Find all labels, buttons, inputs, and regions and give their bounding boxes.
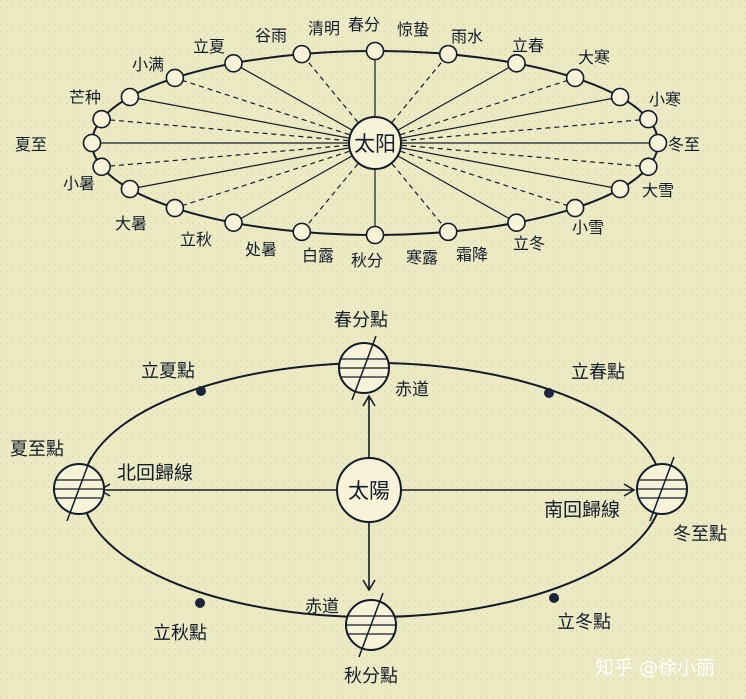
top-term-labels: 春分 惊蛰 雨水 立春 大寒 小寒 冬至 大雪 小雪 立冬 霜降 寒露 秋分 白… <box>15 15 700 270</box>
term-spoke <box>374 142 517 224</box>
equator-bottom-label: 赤道 <box>305 597 339 617</box>
term-label: 谷雨 <box>255 26 287 45</box>
autumn-equinox-label: 秋分點 <box>344 666 398 687</box>
term-node <box>610 87 630 107</box>
start-winter-label: 立冬點 <box>557 612 611 633</box>
spring-equinox-label: 春分點 <box>334 310 388 331</box>
term-spoke <box>101 118 376 144</box>
term-node <box>165 198 185 218</box>
term-label: 大寒 <box>578 48 610 67</box>
start-autumn-label: 立秋點 <box>153 623 207 644</box>
start-winter-dot <box>549 593 559 603</box>
term-label: 雨水 <box>451 27 483 46</box>
term-label: 小寒 <box>649 90 681 109</box>
tropic-capricorn-label: 南回歸線 <box>544 499 620 521</box>
term-label: 春分 <box>348 15 380 34</box>
arrow-up <box>362 394 376 407</box>
equator-top-label: 赤道 <box>395 380 429 400</box>
term-label: 小满 <box>132 55 164 74</box>
term-node <box>639 157 658 177</box>
term-spoke <box>174 77 376 144</box>
term-spoke <box>374 118 649 144</box>
start-summer-dot <box>196 386 206 396</box>
term-label: 霜降 <box>456 245 488 264</box>
term-label: 小雪 <box>572 218 604 237</box>
term-node <box>565 198 585 218</box>
bottom-sun-circle <box>336 457 402 523</box>
term-node <box>92 109 111 129</box>
term-node <box>438 222 458 242</box>
term-label: 处暑 <box>245 240 277 259</box>
top-sun-circle <box>348 116 402 170</box>
tropic-cancer-label: 北回歸線 <box>117 462 193 484</box>
term-label: 立夏 <box>193 37 225 56</box>
term-label: 小暑 <box>63 174 95 193</box>
term-label: 夏至 <box>15 135 47 154</box>
bottom-sun-label: 太陽 <box>348 479 390 503</box>
term-node <box>292 44 312 64</box>
term-spoke <box>174 142 376 209</box>
start-summer-label: 立夏點 <box>141 361 195 382</box>
term-label: 大雪 <box>642 181 674 200</box>
term-spoke <box>374 77 576 144</box>
term-node <box>224 213 243 232</box>
term-label: 立秋 <box>180 230 212 249</box>
term-spoke <box>101 142 376 168</box>
term-node <box>82 133 102 153</box>
term-label: 白露 <box>302 246 334 265</box>
term-label: 秋分 <box>351 251 383 270</box>
term-node <box>507 213 526 232</box>
term-node <box>438 44 458 64</box>
earth-winter-solstice <box>636 456 688 522</box>
term-spoke <box>129 142 376 190</box>
term-node <box>507 54 526 73</box>
term-node <box>92 157 111 177</box>
start-spring-dot <box>544 388 554 398</box>
start-spring-label: 立春點 <box>571 362 625 383</box>
term-label: 芒种 <box>69 88 101 107</box>
term-node <box>365 225 385 245</box>
term-spoke <box>374 142 576 209</box>
term-label: 立春 <box>512 36 544 55</box>
earth-spring-equinox <box>338 335 390 401</box>
earth-autumn-equinox <box>345 592 397 658</box>
term-node <box>120 87 140 107</box>
term-spoke <box>129 96 376 144</box>
term-node <box>639 109 658 129</box>
term-node <box>120 179 140 199</box>
earth-summer-solstice <box>53 456 105 522</box>
term-label: 冬至 <box>668 135 700 154</box>
term-node <box>224 54 243 73</box>
term-spoke <box>374 142 621 190</box>
term-node <box>165 68 185 88</box>
term-node <box>610 179 630 199</box>
term-label: 清明 <box>308 19 340 38</box>
top-term-nodes <box>82 41 668 245</box>
term-node <box>365 41 385 61</box>
winter-solstice-label: 冬至點 <box>673 524 727 545</box>
term-node <box>648 133 668 153</box>
orbit-axes <box>98 394 636 592</box>
arrow-down <box>362 579 376 592</box>
term-label: 立冬 <box>513 234 545 253</box>
term-spoke <box>374 96 621 144</box>
term-spoke <box>374 62 517 144</box>
top-sun-label: 太阳 <box>354 132 396 156</box>
term-label: 寒露 <box>406 248 438 267</box>
summer-solstice-label: 夏至點 <box>10 439 64 460</box>
term-node <box>565 68 585 88</box>
term-spoke <box>233 62 376 144</box>
term-spoke <box>374 142 649 168</box>
earth-orbit-diagram: 太陽 <box>10 310 727 687</box>
term-node <box>292 222 312 242</box>
watermark-text: 知乎 @徐小丽 <box>595 657 715 679</box>
start-autumn-dot <box>195 598 205 608</box>
term-label: 惊蛰 <box>397 20 429 39</box>
arrow-right <box>623 483 636 497</box>
solar-terms-diagram: 太阳 春分 惊蛰 雨水 立春 大寒 小寒 冬至 大雪 小雪 立冬 霜降 寒露 秋… <box>15 15 700 270</box>
term-label: 大暑 <box>115 214 147 233</box>
term-spoke <box>233 142 376 224</box>
